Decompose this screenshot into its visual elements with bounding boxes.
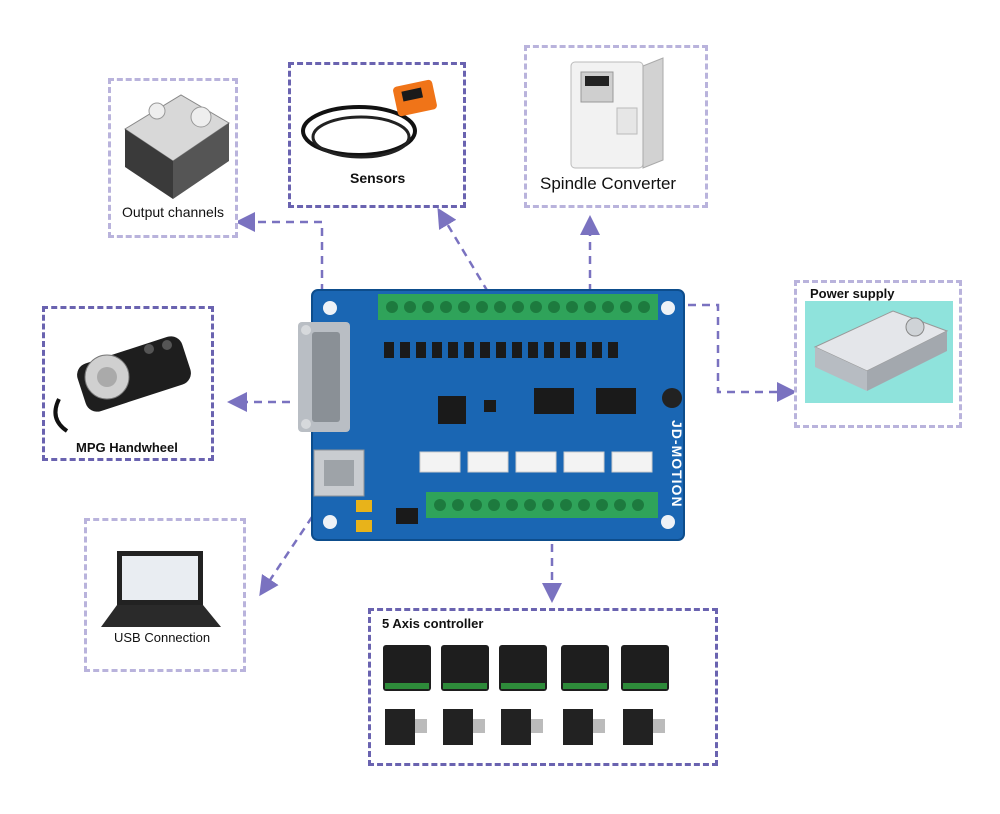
axis-controller-box (368, 608, 718, 766)
power-supply-box (794, 280, 962, 428)
usb-connection-box (84, 518, 246, 672)
sensors-label: Sensors (350, 170, 406, 186)
power-supply-icon (805, 301, 953, 403)
spindle-converter-label: Spindle Converter (540, 174, 677, 193)
output-channels-box (108, 78, 238, 238)
usb-connection-label: USB Connection (114, 630, 211, 645)
line-sensors (437, 207, 490, 293)
controller-board (298, 289, 685, 541)
axis-controller-label: 5 Axis controller (382, 616, 484, 631)
vfd-inverter-icon (570, 57, 664, 169)
sensors-box (288, 62, 466, 208)
line-output-channels (235, 212, 324, 292)
spindle-converter-box (524, 45, 708, 208)
line-power-supply (688, 303, 797, 402)
mpg-handwheel-label: MPG Handwheel (76, 440, 178, 455)
laptop-icon (101, 551, 221, 627)
output-channels-label: Output channels (122, 204, 224, 220)
power-supply-label: Power supply (810, 286, 895, 301)
proximity-sensor-icon (301, 79, 437, 159)
handwheel-icon (53, 336, 191, 433)
mpg-handwheel-box (42, 306, 214, 461)
stepper-drivers-motors-icon (383, 645, 669, 745)
board-name: JD-MOTION (669, 420, 685, 508)
solid-state-relay-icon (124, 94, 230, 199)
line-usb-connection (259, 504, 322, 597)
